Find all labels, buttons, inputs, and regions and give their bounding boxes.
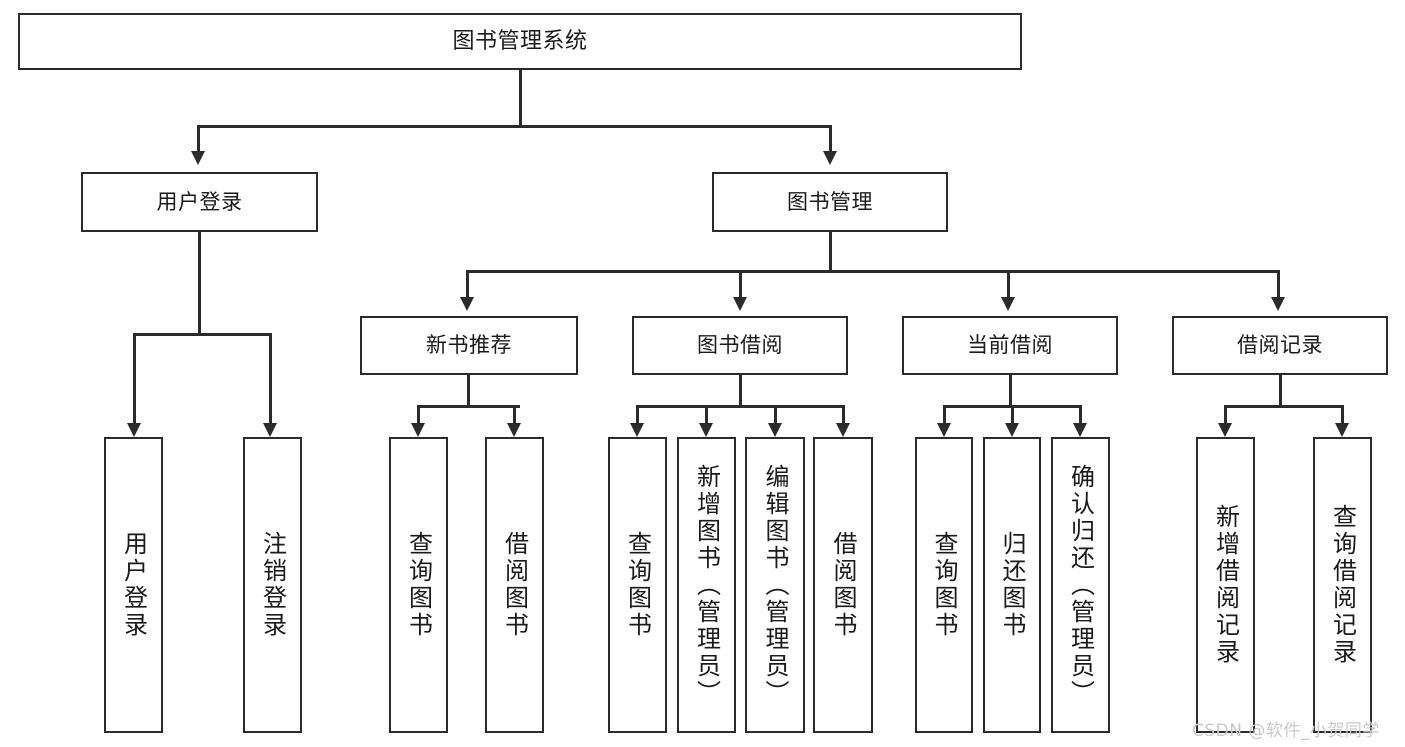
leaf-query-borrow-record[interactable]: 查询借阅记录 xyxy=(1313,437,1372,733)
edge-new-book-to-leaf-2 xyxy=(513,405,516,423)
arrowhead-bb-leaf-1 xyxy=(630,423,644,437)
edge-bm-to-book-borrow xyxy=(739,270,742,297)
edge-root-trunk xyxy=(519,70,522,125)
node-label: 确认归还（管理员） xyxy=(1066,463,1095,707)
edge-book-borrow-bus xyxy=(636,405,843,408)
node-label: 用户登录 xyxy=(119,531,148,639)
edge-root-bus xyxy=(197,125,831,128)
edge-user-login-trunk xyxy=(198,232,201,333)
leaf-edit-book-admin[interactable]: 编辑图书（管理员） xyxy=(745,437,805,733)
arrowhead-new-book-recommend xyxy=(460,297,474,311)
leaf-add-borrow-record[interactable]: 新增借阅记录 xyxy=(1196,437,1255,733)
leaf-borrow-book[interactable]: 借阅图书 xyxy=(813,437,873,733)
edge-cb-to-leaf-3 xyxy=(1079,405,1082,423)
leaf-add-book-admin[interactable]: 新增图书（管理员） xyxy=(677,437,736,733)
node-label: 查询图书 xyxy=(930,531,958,639)
node-label: 图书借阅 xyxy=(697,333,783,358)
leaf-query-book-new[interactable]: 查询图书 xyxy=(389,437,448,733)
node-label: 图书管理系统 xyxy=(452,28,588,54)
edge-user-login-bus xyxy=(133,333,272,336)
edge-user-login-to-leaf-1 xyxy=(133,333,136,423)
node-label: 新增借阅记录 xyxy=(1211,504,1240,666)
arrowhead-current-borrow xyxy=(1001,297,1015,311)
node-label: 新增图书（管理员） xyxy=(692,463,721,707)
leaf-query-book-borrow[interactable]: 查询图书 xyxy=(608,437,667,733)
leaf-query-book-current[interactable]: 查询图书 xyxy=(915,437,973,733)
node-label: 查询图书 xyxy=(623,531,652,639)
arrowhead-leaf-logout xyxy=(263,423,277,437)
arrowhead-nb-leaf-1 xyxy=(411,423,425,437)
edge-bb-to-leaf-4 xyxy=(842,405,845,423)
arrowhead-br-leaf-1 xyxy=(1218,423,1232,437)
edge-new-book-trunk xyxy=(467,375,470,405)
arrowhead-borrow-record xyxy=(1271,297,1285,311)
leaf-confirm-return-admin[interactable]: 确认归还（管理员） xyxy=(1051,437,1110,733)
arrowhead-bb-leaf-3 xyxy=(768,423,782,437)
edge-book-management-trunk xyxy=(829,232,832,270)
arrowhead-cb-leaf-2 xyxy=(1005,423,1019,437)
node-label: 注销登录 xyxy=(258,531,287,639)
edge-bb-to-leaf-2 xyxy=(705,405,708,423)
edge-borrow-record-trunk xyxy=(1279,375,1282,405)
edge-bm-to-current-borrow xyxy=(1007,270,1010,297)
edge-user-login-to-leaf-2 xyxy=(269,333,272,423)
edge-book-management-bus xyxy=(466,270,1280,273)
arrowhead-book-management xyxy=(823,151,837,165)
node-book-borrow[interactable]: 图书借阅 xyxy=(632,316,848,375)
edge-bm-to-borrow-record xyxy=(1277,270,1280,297)
arrowhead-bb-leaf-2 xyxy=(699,423,713,437)
arrowhead-cb-leaf-1 xyxy=(937,423,951,437)
leaf-borrow-book-new[interactable]: 借阅图书 xyxy=(485,437,544,733)
node-borrow-record[interactable]: 借阅记录 xyxy=(1172,316,1388,375)
node-label: 查询图书 xyxy=(404,531,433,639)
node-current-borrow[interactable]: 当前借阅 xyxy=(902,316,1118,375)
node-label: 借阅记录 xyxy=(1237,333,1323,358)
node-label: 借阅图书 xyxy=(500,531,529,639)
edge-current-borrow-trunk xyxy=(1009,375,1012,405)
leaf-return-book[interactable]: 归还图书 xyxy=(983,437,1041,733)
arrowhead-book-borrow xyxy=(733,297,747,311)
leaf-user-login[interactable]: 用户登录 xyxy=(104,437,163,733)
node-root-book-management-system[interactable]: 图书管理系统 xyxy=(18,13,1022,70)
edge-book-borrow-trunk xyxy=(739,375,742,405)
edge-br-to-leaf-1 xyxy=(1224,405,1227,423)
edge-bb-to-leaf-1 xyxy=(636,405,639,423)
edge-br-to-leaf-2 xyxy=(1341,405,1344,423)
edge-bm-to-new-book xyxy=(466,270,469,297)
node-label: 归还图书 xyxy=(998,531,1026,639)
node-label: 查询借阅记录 xyxy=(1328,504,1357,666)
arrowhead-leaf-user-login xyxy=(127,423,141,437)
edge-cb-to-leaf-1 xyxy=(943,405,946,423)
node-book-management[interactable]: 图书管理 xyxy=(712,172,948,232)
arrowhead-cb-leaf-3 xyxy=(1073,423,1087,437)
node-label: 借阅图书 xyxy=(829,531,857,639)
leaf-logout[interactable]: 注销登录 xyxy=(243,437,302,733)
node-label: 当前借阅 xyxy=(967,333,1053,358)
arrowhead-nb-leaf-2 xyxy=(507,423,521,437)
edge-root-to-book-management xyxy=(829,125,832,151)
edge-bb-to-leaf-3 xyxy=(774,405,777,423)
arrowhead-user-login xyxy=(191,151,205,165)
edge-borrow-record-bus xyxy=(1224,405,1342,408)
node-label: 用户登录 xyxy=(156,189,243,214)
csdn-watermark: CSDN @软件_小贺同学 xyxy=(1192,721,1380,741)
edge-new-book-to-leaf-1 xyxy=(417,405,420,423)
arrowhead-br-leaf-2 xyxy=(1335,423,1349,437)
arrowhead-bb-leaf-4 xyxy=(836,423,850,437)
node-label: 新书推荐 xyxy=(426,333,512,358)
node-label: 编辑图书（管理员） xyxy=(761,463,789,707)
node-user-login[interactable]: 用户登录 xyxy=(81,172,318,232)
node-label: 图书管理 xyxy=(787,189,873,214)
edge-root-to-user-login xyxy=(197,125,200,151)
edge-new-book-bus xyxy=(417,405,520,408)
node-new-book-recommend[interactable]: 新书推荐 xyxy=(360,316,578,375)
edge-cb-to-leaf-2 xyxy=(1011,405,1014,423)
